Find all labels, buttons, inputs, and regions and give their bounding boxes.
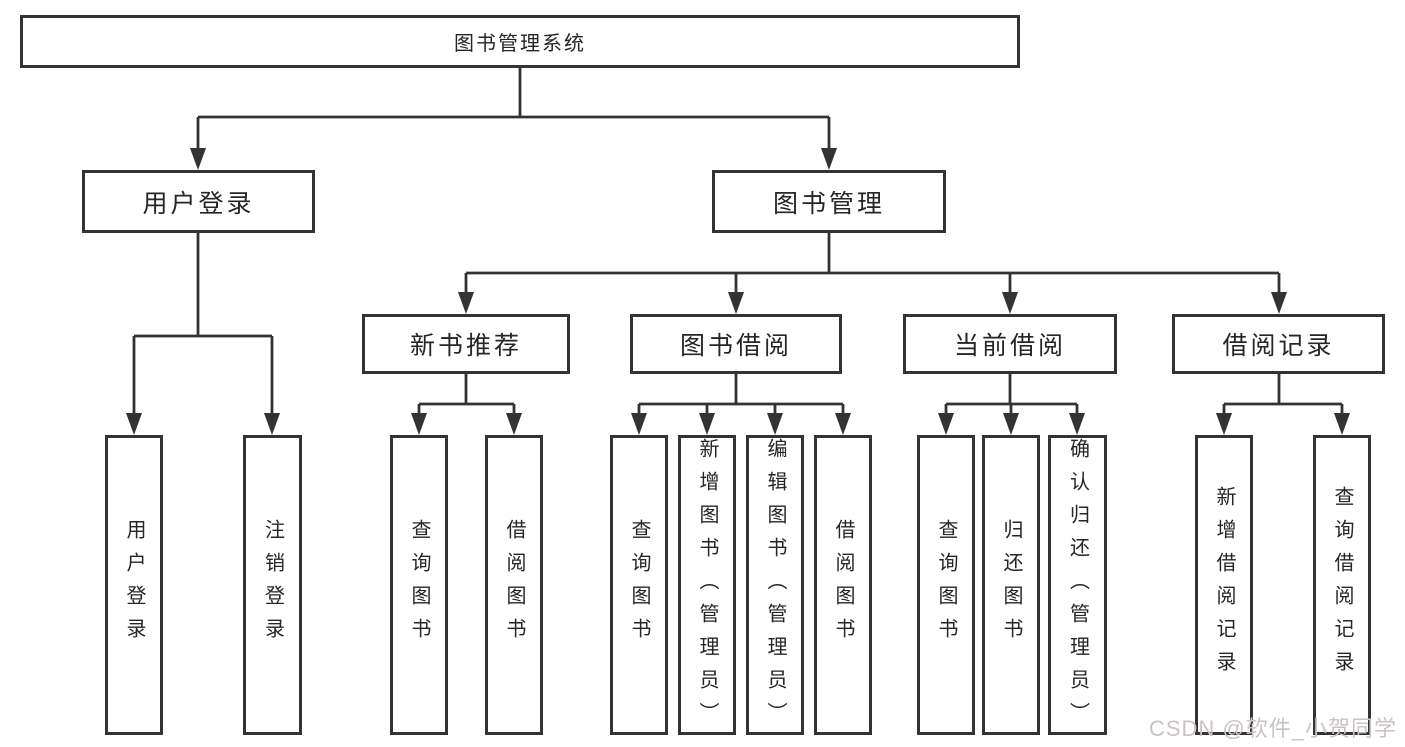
node-leaf-return-book: 归还图书: [982, 435, 1040, 735]
node-book-management: 图书管理: [712, 170, 946, 233]
node-borrowing-records: 借阅记录: [1172, 314, 1385, 374]
node-leaf-logout: 注销登录: [243, 435, 302, 735]
node-leaf-add-borrow-record: 新增借阅记录: [1195, 435, 1253, 735]
node-leaf-user-login: 用户登录: [105, 435, 163, 735]
node-new-book-recommendation: 新书推荐: [362, 314, 570, 374]
node-current-borrowing: 当前借阅: [903, 314, 1117, 374]
node-leaf-edit-book-admin: 编辑图书（管理员）: [746, 435, 804, 735]
node-leaf-borrow-books-recommend: 借阅图书: [485, 435, 543, 735]
node-user-login: 用户登录: [82, 170, 315, 233]
node-leaf-add-book-admin: 新增图书（管理员）: [678, 435, 736, 735]
node-leaf-query-books-borrow: 查询图书: [610, 435, 668, 735]
node-leaf-query-books-recommend: 查询图书: [390, 435, 448, 735]
node-library-system-root: 图书管理系统: [20, 15, 1020, 68]
node-leaf-query-books-current: 查询图书: [917, 435, 975, 735]
node-leaf-confirm-return-admin: 确认归还（管理员）: [1048, 435, 1107, 735]
node-leaf-query-borrow-record: 查询借阅记录: [1313, 435, 1371, 735]
node-book-borrowing: 图书借阅: [630, 314, 842, 374]
node-leaf-borrow-books-borrow: 借阅图书: [814, 435, 872, 735]
